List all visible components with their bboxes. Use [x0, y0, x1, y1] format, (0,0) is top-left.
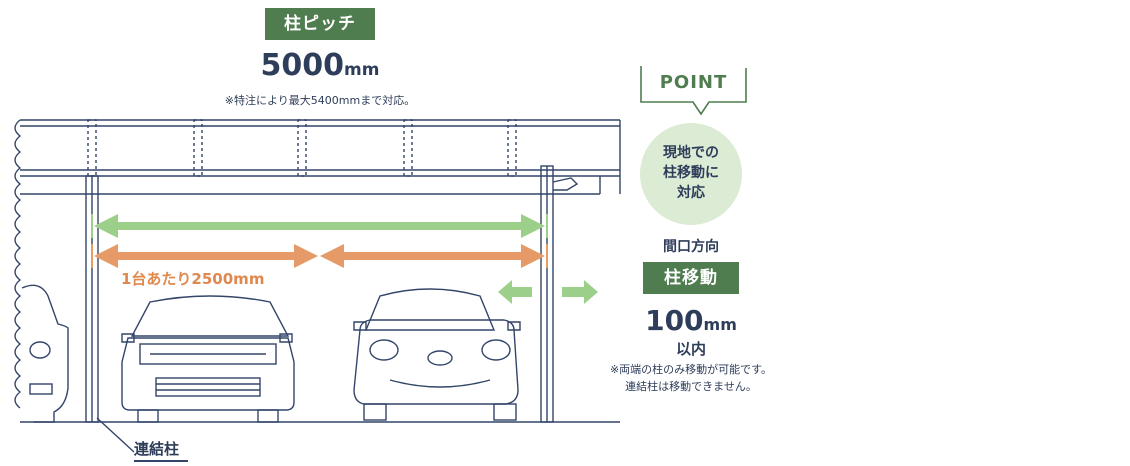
point-callout-frame — [640, 66, 747, 116]
pitch-value-unit: mm — [344, 60, 380, 80]
per-car-span-arrows — [91, 244, 548, 268]
roof-beam — [20, 119, 621, 195]
joint-post — [85, 175, 99, 423]
point-circle-line-3: 対応 — [677, 185, 705, 201]
corrugated-side-panel — [14, 119, 22, 409]
pitch-double-arrow — [91, 214, 548, 238]
pitch-note: ※特注により最大5400mmまで対応。 — [224, 94, 416, 107]
pitch-value-number: 5000 — [260, 48, 345, 83]
point-circle-text: 現地での 柱移動に 対応 — [640, 143, 742, 203]
joint-post-label: 連結柱 — [134, 440, 180, 458]
move-note-line-1: ※両端の柱のみ移動が可能です。 — [609, 363, 773, 376]
move-amount-suffix: 以内 — [675, 340, 706, 358]
left-car — [21, 284, 69, 423]
move-amount-number: 100 — [645, 304, 704, 337]
joint-post-leader — [96, 417, 135, 453]
point-tag: POINT — [659, 72, 728, 93]
direction-label: 間口方向 — [663, 239, 719, 255]
center-car — [121, 295, 295, 423]
point-circle-line-2: 柱移動に — [663, 165, 719, 181]
pitch-value: 5000mm — [220, 48, 420, 83]
point-circle — [640, 123, 742, 225]
point-circle-line-1: 現地での — [663, 145, 719, 161]
move-note: ※両端の柱のみ移動が可能です。 連結柱は移動できません。 — [590, 361, 792, 395]
move-amount: 100mm — [620, 304, 762, 337]
post-move-arrows — [498, 280, 598, 304]
roof-rafters — [87, 119, 517, 177]
move-note-line-2: 連結柱は移動できません。 — [625, 380, 757, 393]
post-move-badge: 柱移動 — [643, 262, 739, 294]
joint-post-label-underline — [134, 460, 188, 462]
pitch-badge: 柱ピッチ — [265, 8, 375, 40]
right-car — [353, 288, 521, 421]
move-amount-unit: mm — [703, 315, 737, 334]
per-car-span-label: 1台あたり2500mm — [121, 270, 265, 288]
